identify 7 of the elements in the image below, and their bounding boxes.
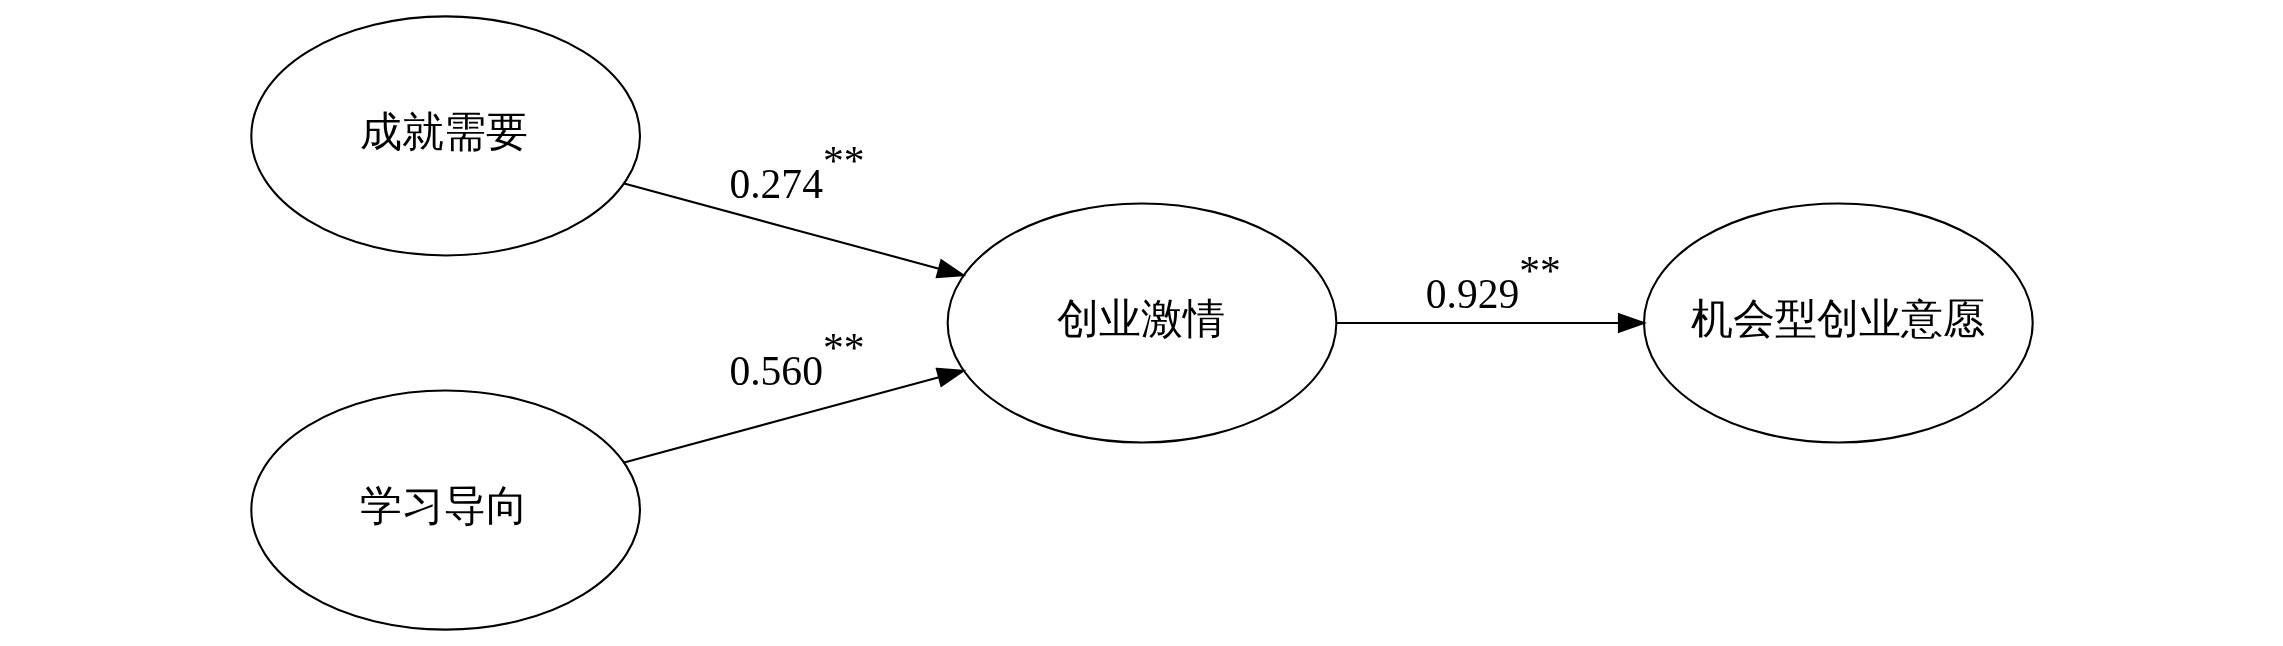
node-ellipse: 学习导向 xyxy=(249,389,641,631)
node-ellipse: 机会型创业意愿 xyxy=(1642,202,2034,444)
node-ellipse: 创业激情 xyxy=(946,202,1337,444)
arrow xyxy=(1336,312,1647,334)
node-ellipse: 成就需要 xyxy=(249,15,641,257)
arrow xyxy=(623,182,966,279)
arrow xyxy=(623,367,966,464)
